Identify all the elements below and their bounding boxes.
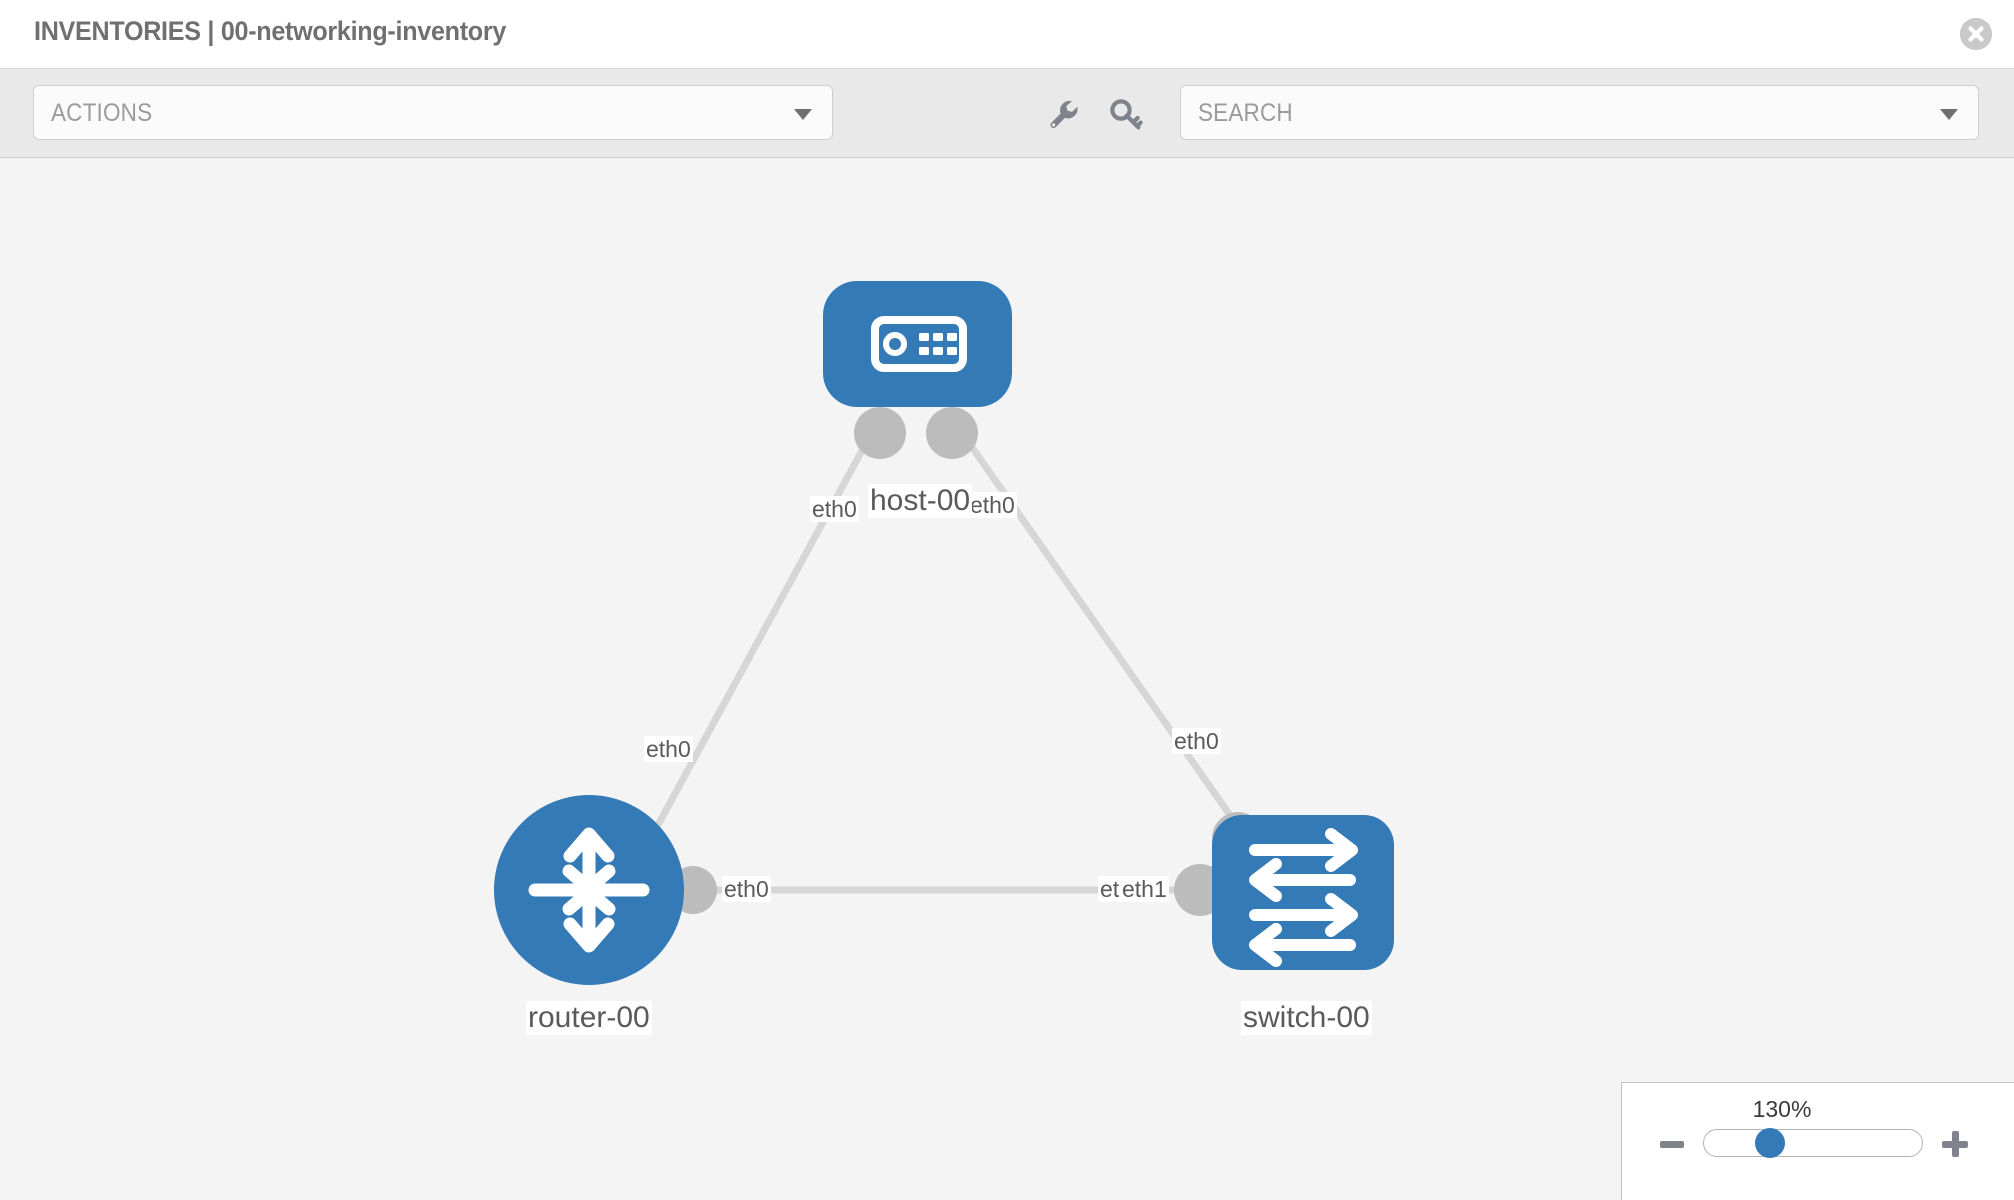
close-icon[interactable]	[1960, 18, 1992, 50]
zoom-slider-track[interactable]	[1703, 1129, 1923, 1157]
link-host00-switch00[interactable]	[952, 420, 1256, 851]
key-icon[interactable]	[1108, 97, 1144, 133]
topology-canvas[interactable]: eth0 eth0 eth0 eth0 eth0 eth0 eth1 host-…	[0, 158, 2014, 1200]
node-switch-00[interactable]	[1212, 815, 1394, 970]
edge-label-switch00-eth1: eth1	[1120, 876, 1169, 903]
edge-label-router00-uplink: eth0	[644, 736, 693, 763]
zoom-in-button[interactable]	[1942, 1131, 1968, 1157]
actions-dropdown[interactable]: ACTIONS	[33, 85, 833, 140]
node-label-host-00: host-00	[868, 484, 973, 518]
node-label-router-00: router-00	[526, 1001, 652, 1035]
zoom-control-panel: 130%	[1621, 1082, 2014, 1200]
chevron-down-icon[interactable]	[1940, 109, 1958, 120]
edge-label-host00-left: eth0	[810, 496, 859, 523]
actions-dropdown-label: ACTIONS	[51, 99, 153, 127]
wrench-icon[interactable]	[1046, 97, 1082, 133]
zoom-out-button[interactable]	[1660, 1141, 1684, 1148]
toolbar: ACTIONS SEARCH	[0, 68, 2014, 158]
zoom-slider-thumb[interactable]	[1755, 1128, 1785, 1158]
page-title: INVENTORIES | 00-networking-inventory	[34, 16, 507, 46]
node-host-00[interactable]	[823, 281, 1012, 407]
topology-graph	[494, 281, 1394, 985]
zoom-level-label: 130%	[1752, 1096, 1812, 1122]
edge-label-host00-right: eth0	[968, 492, 1017, 519]
node-router-00[interactable]	[494, 795, 684, 985]
chevron-down-icon	[794, 109, 812, 120]
connector-host00-right[interactable]	[926, 407, 978, 459]
search-placeholder: SEARCH	[1198, 99, 1293, 127]
page-header: INVENTORIES | 00-networking-inventory	[0, 0, 2014, 68]
node-label-switch-00: switch-00	[1241, 1001, 1372, 1035]
connector-host00-left[interactable]	[854, 407, 906, 459]
search-input[interactable]: SEARCH	[1180, 85, 1979, 140]
link-host00-router00[interactable]	[636, 421, 881, 860]
edge-label-router00-eth0: eth0	[722, 876, 771, 903]
edge-label-switch00-uplink: eth0	[1172, 728, 1221, 755]
